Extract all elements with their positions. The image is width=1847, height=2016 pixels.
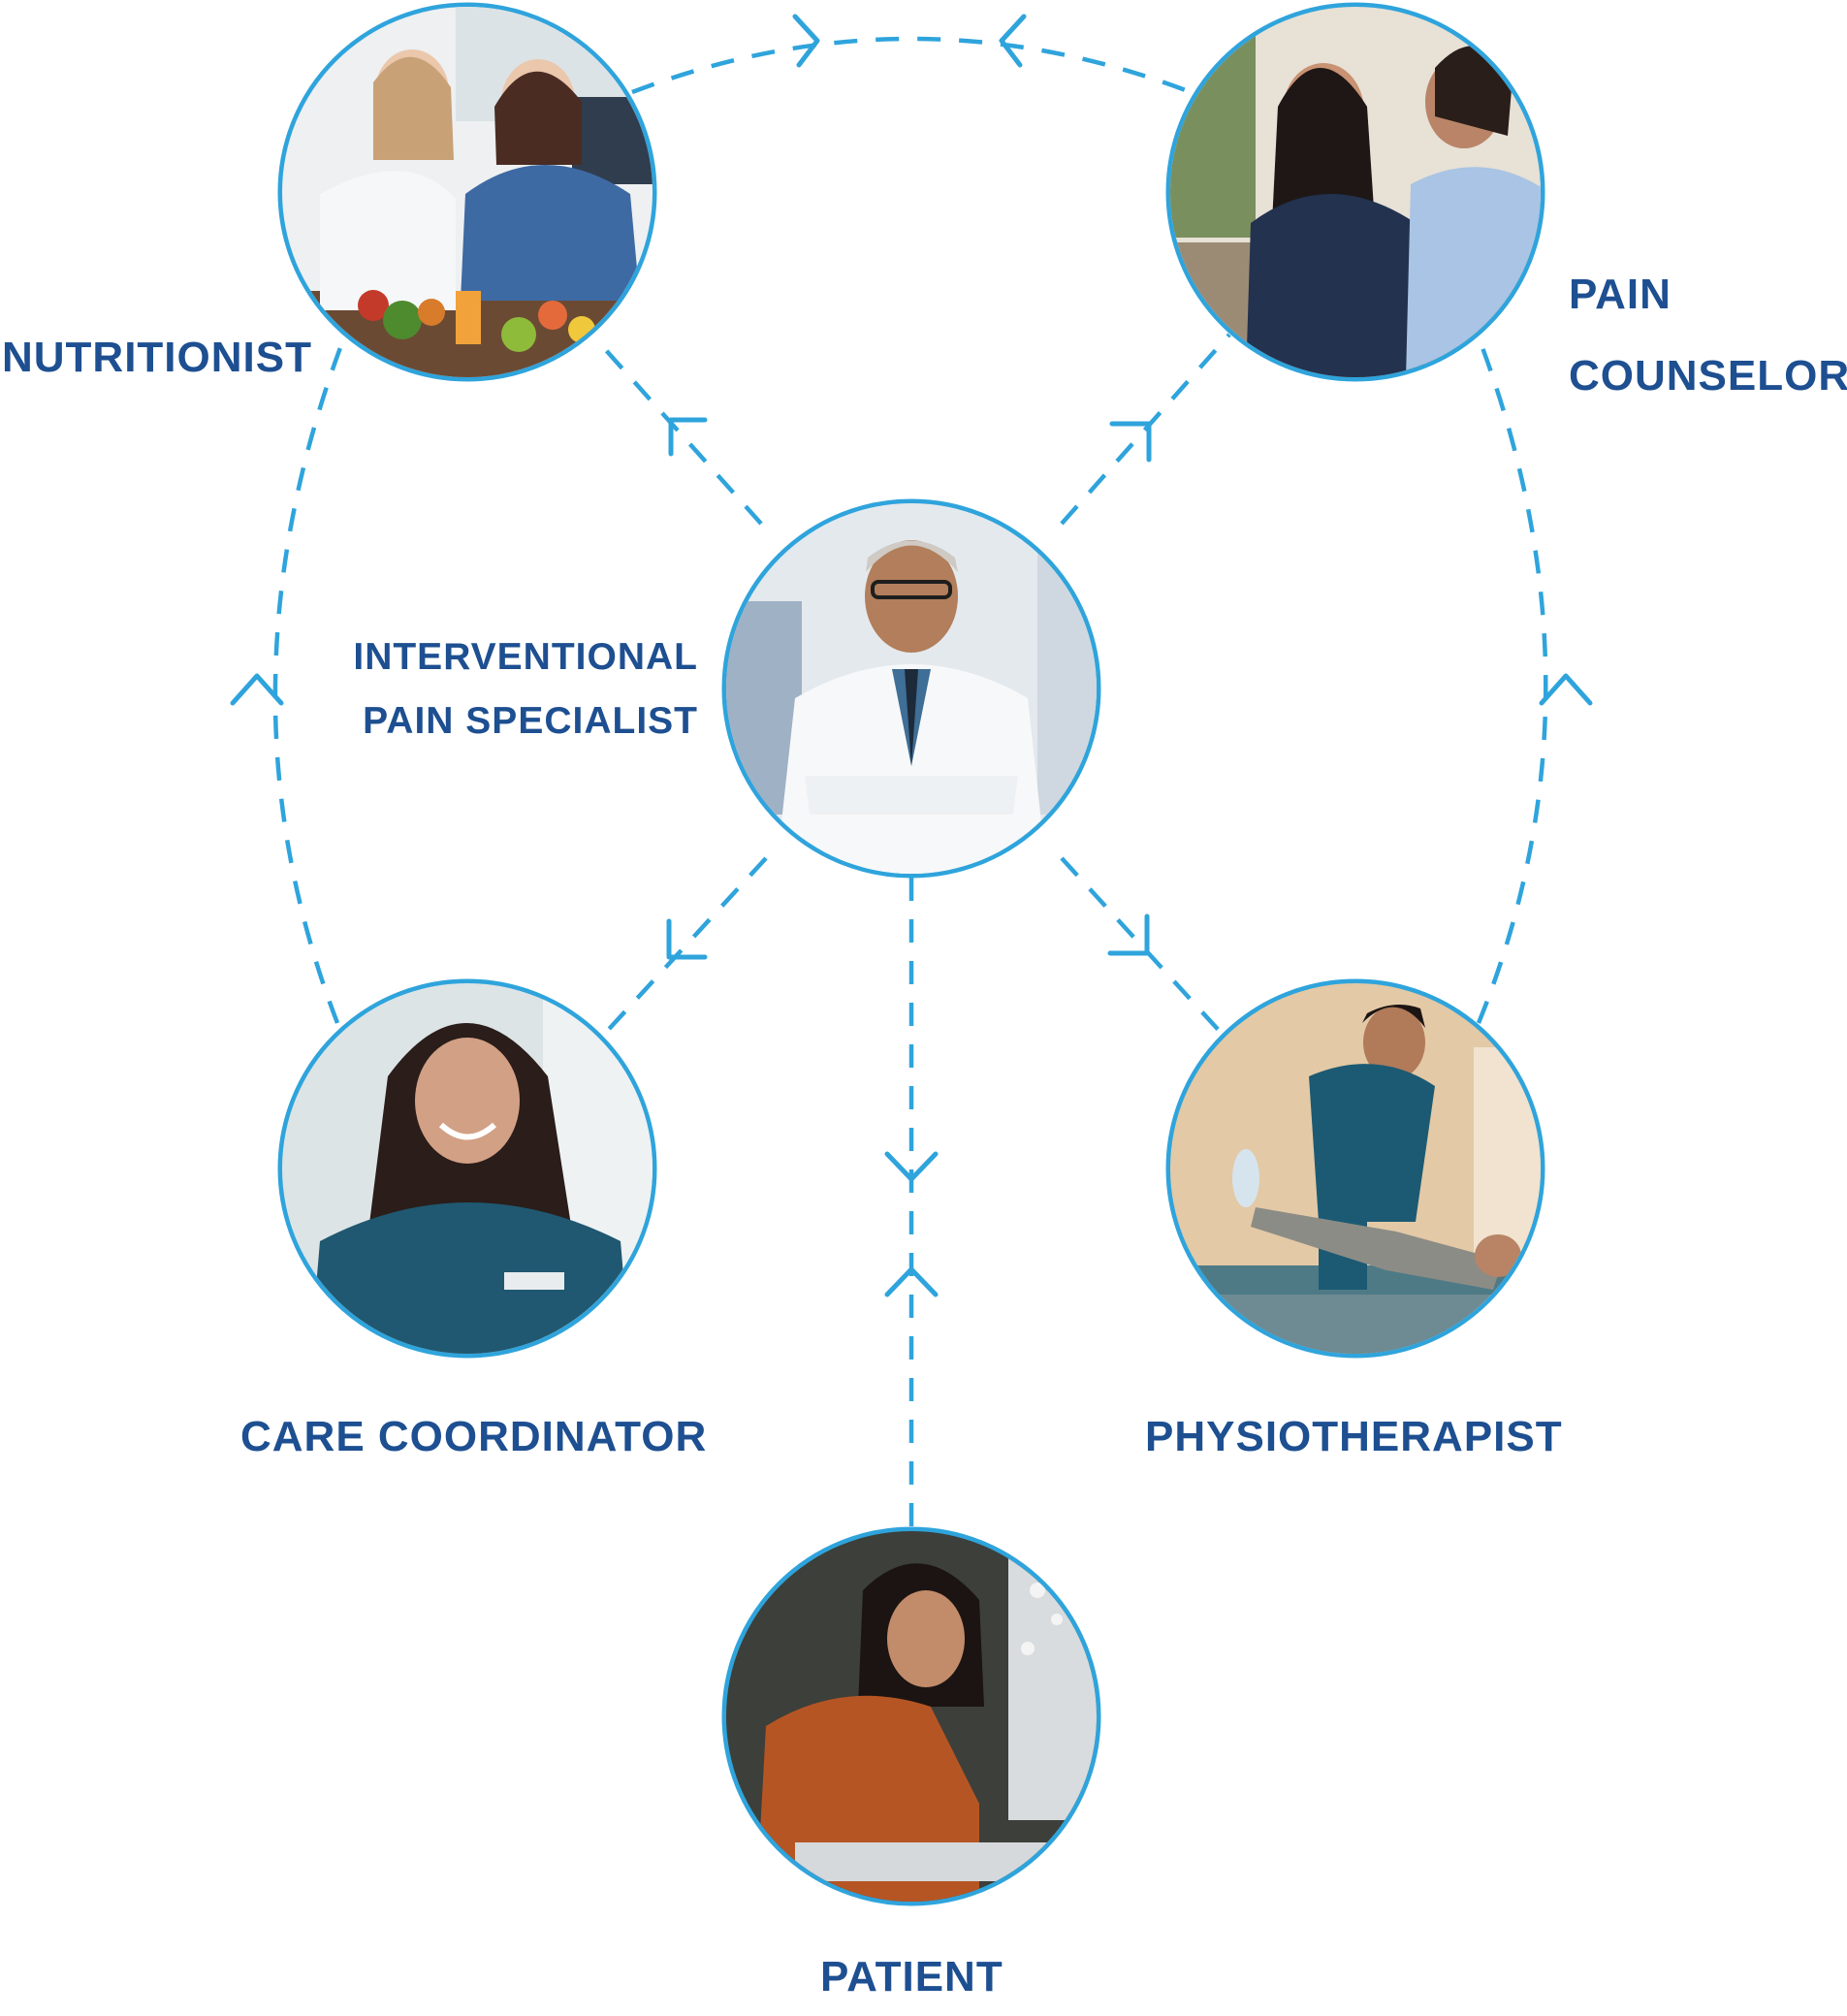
physiotherapist-label-text: PHYSIOTHERAPIST [1145,1413,1563,1460]
arrowheads [230,14,1593,1297]
arrow-to-counselor-top [792,14,820,68]
connection-lines [272,36,1548,1530]
pain-counselor-photo [1165,2,1545,382]
patient-photo [721,1526,1101,1906]
nutritionist-label: NUTRITIONIST [2,325,312,391]
arrow-down-to-patient [884,1151,939,1182]
specialist-label-line2: PAIN SPECIALIST [363,700,698,743]
link-specialist-nutritionist [594,337,763,526]
link-specialist-care [599,856,768,1040]
nutritionist-photo [277,2,657,382]
nutritionist-label-text: NUTRITIONIST [2,334,312,381]
arrow-to-counselor-diag [1109,421,1152,463]
care-coordinator-label-text: CARE COORDINATOR [240,1413,708,1460]
arrow-up-left [230,673,284,706]
arrow-up-right [1539,673,1593,706]
arrow-to-nutritionist-top [999,14,1027,68]
specialist-photo [721,498,1101,879]
patient-label: PATIENT [820,1944,1003,2010]
arrow-up-to-specialist [884,1266,939,1297]
specialist-label-line1: INTERVENTIONAL [353,636,698,678]
care-coordinator-label: CARE COORDINATOR [240,1404,707,1470]
link-specialist-counselor [1060,333,1231,526]
care-coordinator-photo [277,978,657,1359]
link-physio-counselor [1473,329,1548,1024]
link-specialist-physio [1060,856,1226,1038]
specialist-label: INTERVENTIONAL PAIN SPECIALIST [353,625,698,754]
patient-label-text: PATIENT [820,1953,1003,2000]
pain-counselor-label-line1: PAIN [1569,271,1672,318]
arrow-to-physio-diag [1107,913,1150,956]
physiotherapist-label: PHYSIOTHERAPIST [1145,1404,1563,1470]
pain-counselor-label: PAIN COUNSELOR [1569,254,1847,416]
arrow-to-nutritionist-diag [668,417,708,457]
pain-counselor-label-line2: COUNSELOR [1569,351,1847,400]
link-nutritionist-counselor [631,36,1192,95]
physiotherapist-photo [1165,978,1545,1359]
arrow-to-care-diag [666,918,708,960]
link-care-nutritionist [272,329,350,1024]
